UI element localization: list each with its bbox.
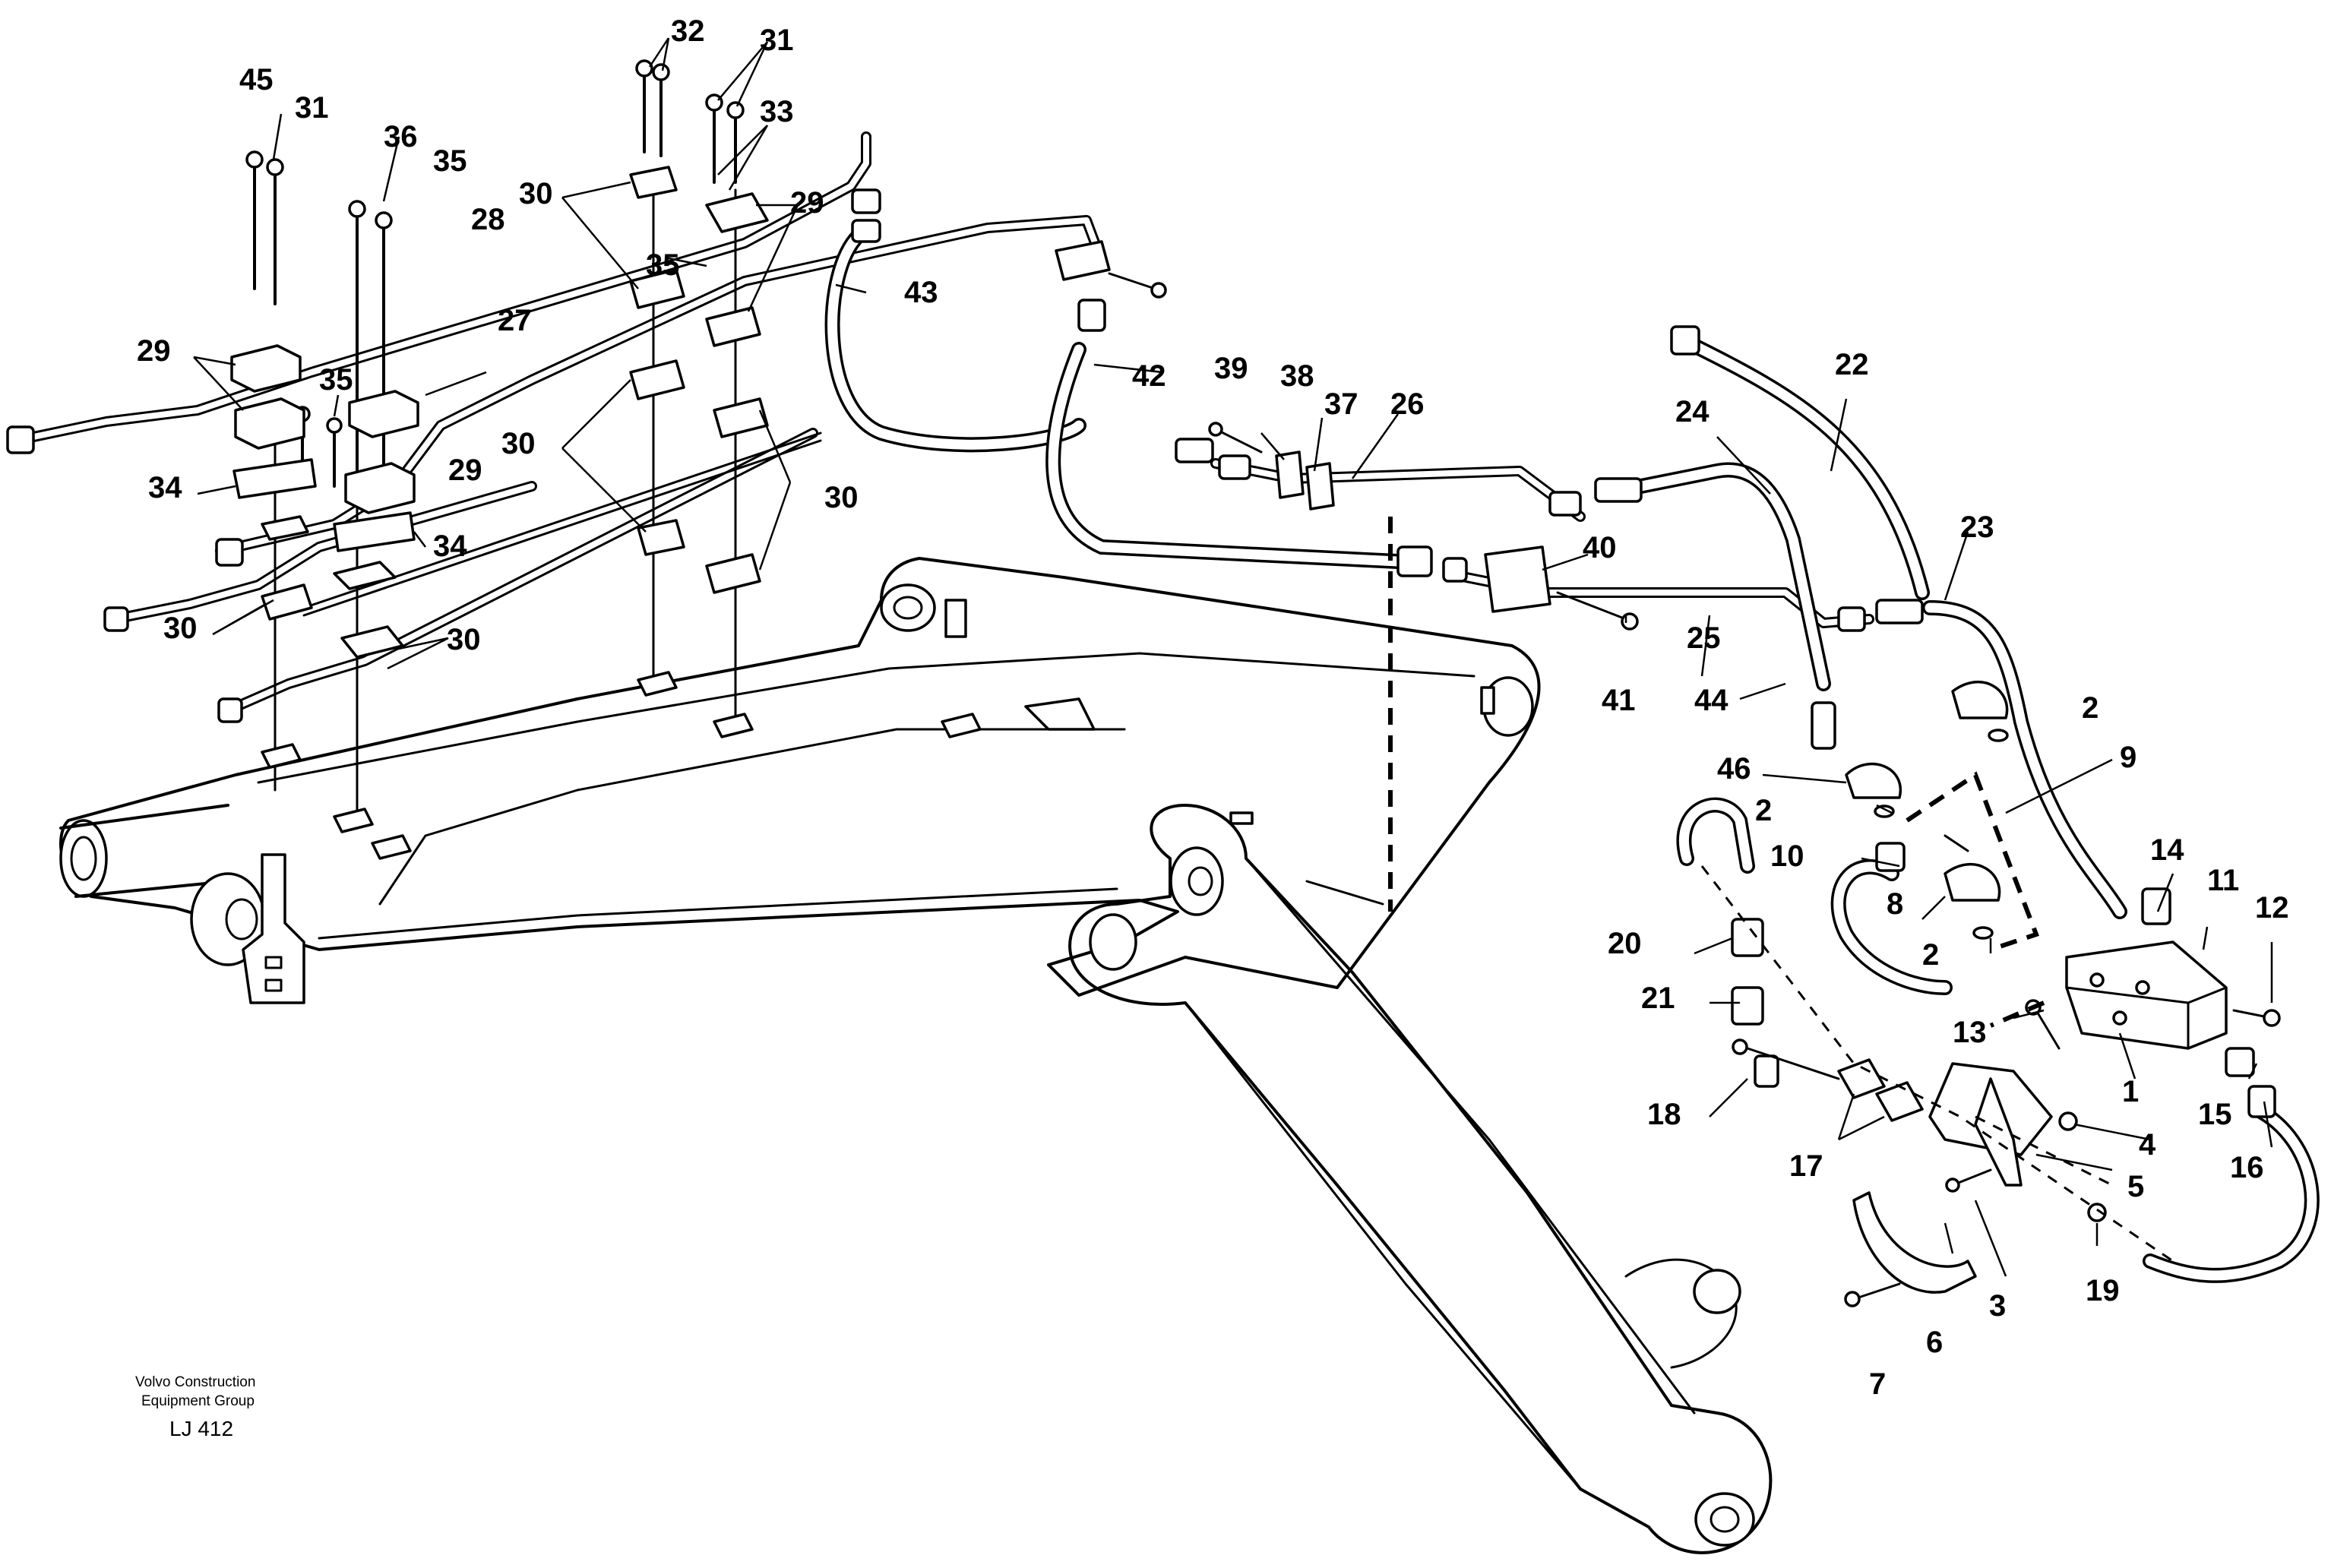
callout-41: 41 bbox=[1602, 684, 1636, 717]
callout-35: 35 bbox=[433, 144, 467, 178]
callout-45: 45 bbox=[239, 63, 274, 96]
hydraulic-lines bbox=[6, 131, 2320, 1283]
callout-3: 3 bbox=[1989, 1289, 2006, 1323]
callout-37: 37 bbox=[1324, 387, 1358, 421]
callout-16: 16 bbox=[2230, 1151, 2264, 1184]
drawing-code: LJ 412 bbox=[169, 1417, 233, 1440]
callout-38: 38 bbox=[1280, 359, 1314, 393]
callout-31: 31 bbox=[760, 24, 794, 57]
callout-19: 19 bbox=[2086, 1274, 2120, 1307]
callout-46: 46 bbox=[1717, 752, 1751, 786]
callout-35: 35 bbox=[319, 363, 353, 397]
callout-30: 30 bbox=[163, 612, 198, 645]
callout-28: 28 bbox=[471, 203, 505, 236]
callout-43: 43 bbox=[904, 276, 938, 309]
callout-14: 14 bbox=[2150, 833, 2184, 867]
callout-31: 31 bbox=[295, 91, 329, 125]
callout-25: 25 bbox=[1687, 621, 1721, 655]
callout-12: 12 bbox=[2255, 891, 2289, 925]
callout-4: 4 bbox=[2139, 1128, 2156, 1162]
callout-13: 13 bbox=[1953, 1016, 1987, 1049]
leader-lines bbox=[193, 37, 2273, 1277]
callout-44: 44 bbox=[1694, 684, 1728, 717]
callout-23: 23 bbox=[1960, 511, 1994, 544]
callout-2: 2 bbox=[2082, 691, 2099, 725]
callout-18: 18 bbox=[1647, 1098, 1681, 1131]
callout-30: 30 bbox=[824, 481, 859, 514]
stick-arm bbox=[1068, 804, 1773, 1554]
callout-5: 5 bbox=[2127, 1170, 2144, 1203]
callout-40: 40 bbox=[1583, 531, 1617, 564]
callout-9: 9 bbox=[2120, 741, 2136, 774]
callout-11: 11 bbox=[2207, 864, 2239, 897]
callout-15: 15 bbox=[2198, 1098, 2232, 1131]
callout-27: 27 bbox=[498, 304, 532, 337]
callout-1: 1 bbox=[2122, 1075, 2139, 1108]
callout-42: 42 bbox=[1132, 359, 1166, 393]
callout-34: 34 bbox=[433, 530, 467, 563]
callout-29: 29 bbox=[448, 454, 482, 487]
company-name-line2: Equipment Group bbox=[141, 1393, 255, 1409]
callout-7: 7 bbox=[1869, 1367, 1886, 1401]
boom-arm bbox=[59, 557, 1541, 1004]
callout-34: 34 bbox=[148, 471, 182, 504]
callout-21: 21 bbox=[1641, 982, 1675, 1015]
callout-2: 2 bbox=[1755, 794, 1772, 827]
callout-35: 35 bbox=[646, 248, 680, 282]
callout-32: 32 bbox=[671, 14, 705, 48]
callout-labels: 45 31 32 31 33 36 35 30 29 28 35 43 27 2… bbox=[137, 14, 2289, 1401]
company-name-line1: Volvo Construction bbox=[135, 1374, 255, 1390]
callout-2: 2 bbox=[1922, 938, 1939, 972]
callout-30: 30 bbox=[519, 177, 553, 210]
callout-10: 10 bbox=[1770, 839, 1804, 873]
callout-39: 39 bbox=[1214, 352, 1248, 385]
dashed-guides bbox=[1305, 517, 2174, 1263]
callout-30: 30 bbox=[501, 427, 536, 460]
callout-29: 29 bbox=[790, 186, 824, 220]
clamp-assemblies bbox=[230, 59, 1639, 860]
callout-24: 24 bbox=[1675, 395, 1710, 428]
callout-29: 29 bbox=[137, 334, 171, 368]
callout-30: 30 bbox=[447, 623, 481, 656]
callout-36: 36 bbox=[384, 120, 418, 153]
callout-20: 20 bbox=[1608, 927, 1642, 960]
callout-8: 8 bbox=[1887, 887, 1903, 921]
callout-33: 33 bbox=[760, 95, 794, 128]
valve-block-assembly bbox=[1732, 681, 2281, 1307]
drawing-footer: Volvo Construction Equipment Group LJ 41… bbox=[135, 1374, 255, 1440]
callout-26: 26 bbox=[1390, 387, 1425, 421]
callout-17: 17 bbox=[1789, 1149, 1823, 1183]
callout-6: 6 bbox=[1926, 1326, 1943, 1359]
callout-22: 22 bbox=[1835, 348, 1869, 381]
